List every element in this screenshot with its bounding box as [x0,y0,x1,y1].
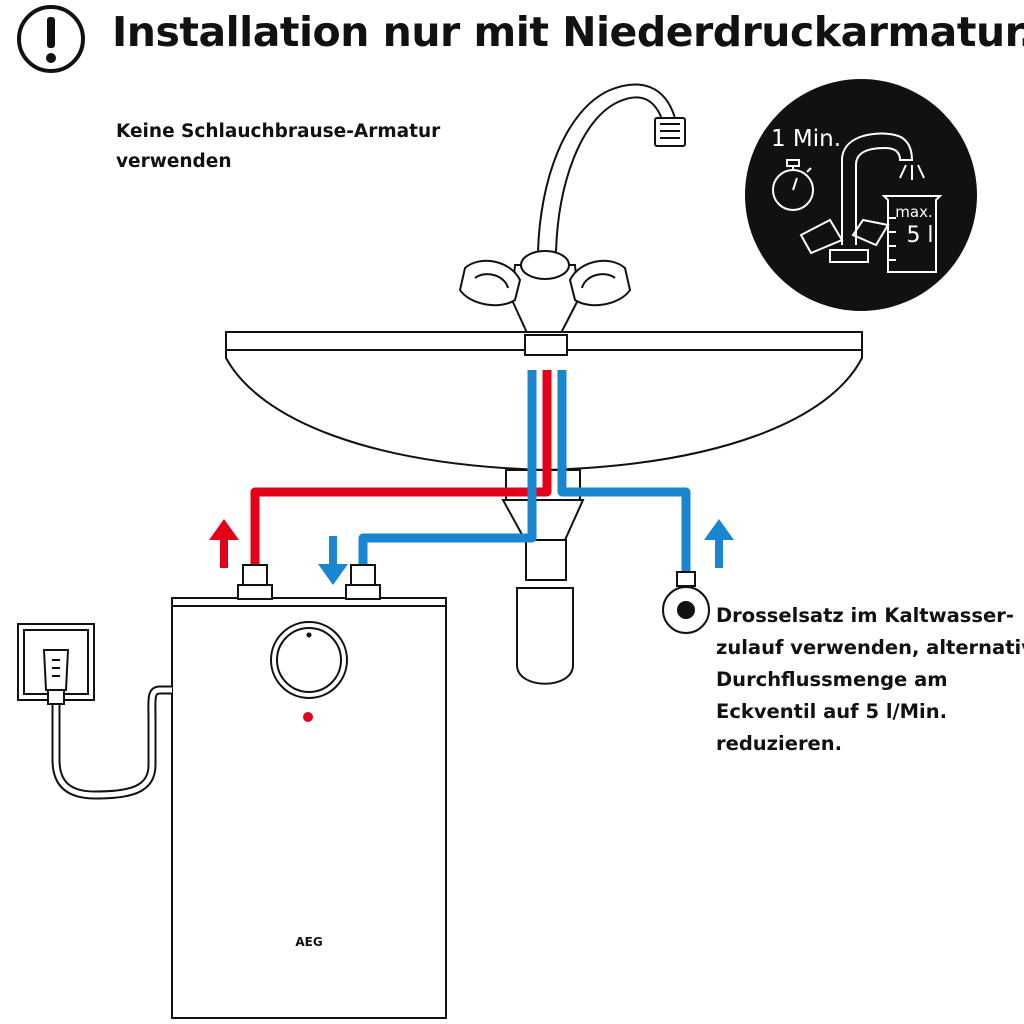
volume-label-value: 5 l [906,223,933,248]
arrow-down-icon [318,536,348,585]
warning-icon [17,5,85,73]
faucet-icon [799,132,925,263]
temperature-knob-marker [306,632,312,638]
measuring-cup-icon [881,195,943,273]
throttle-note-line-2: zulauf verwenden, alternativ [716,636,1024,659]
throttle-note: Drosselsatz im Kaltwasser- zulauf verwen… [716,600,1024,760]
cold-water-line-outlet [358,370,537,570]
indicator-light [303,712,313,722]
throttle-note-line-4: Eckventil auf 5 l/Min. [716,700,948,723]
hose-note-line-2: verwenden [116,151,232,172]
angle-valve [662,571,710,634]
throttle-note-line-1: Drosselsatz im Kaltwasser- [716,604,1014,627]
flow-rate-badge: 1 Min. max. 5 l [745,79,977,311]
arrow-up-icon [209,519,239,568]
throttle-note-line-5: reduzieren. [716,732,843,755]
stopwatch-icon [772,159,814,211]
faucet-icon [458,83,686,336]
page-title: Installation nur mit Niederdruckarmatur. [112,8,1024,56]
brand-logo: AEG [295,935,322,949]
water-heater [171,564,447,1019]
throttle-note-line-3: Durchflussmenge am [716,668,948,691]
volume-label-max: max. [895,203,932,221]
power-cable [51,685,172,800]
time-label: 1 Min. [771,126,841,152]
power-plug-icon [42,649,70,705]
hot-water-line [250,370,552,570]
cold-water-line-inlet [557,370,691,580]
hose-note: Keine Schlauchbrause-Armatur verwenden [116,117,476,177]
siphon-drain [501,469,585,685]
hose-note-line-1: Keine Schlauchbrause-Armatur [116,121,441,142]
arrow-up-icon [704,519,734,568]
